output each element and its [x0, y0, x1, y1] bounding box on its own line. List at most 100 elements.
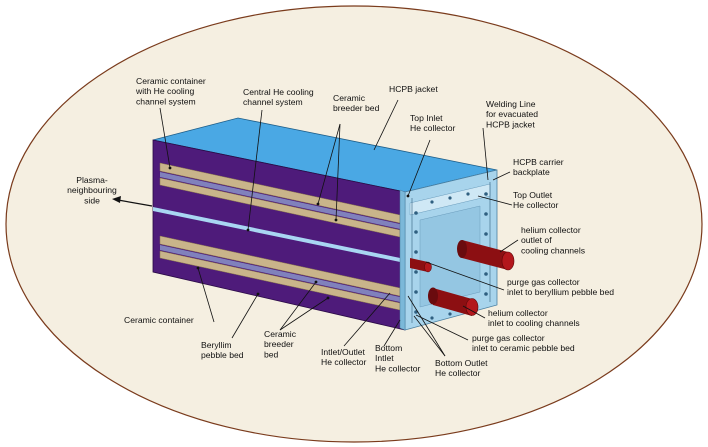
- leader-bottom-outlet-1: [407, 295, 446, 357]
- bolt-hole: [484, 212, 488, 216]
- helium-inlet-pipe-base: [428, 287, 438, 305]
- leader-hcpb-jacket: [373, 99, 399, 151]
- label-line: with He cooling: [135, 86, 194, 96]
- helium-outlet-pipe: [462, 240, 508, 270]
- label-line: He collector: [375, 363, 421, 373]
- leader-dot: [196, 266, 200, 270]
- leader-dot: [316, 202, 320, 206]
- bolt-hole: [448, 196, 452, 200]
- label-line: outlet of: [521, 235, 552, 245]
- label-line: Top Inlet: [410, 113, 443, 123]
- bolt-hole: [414, 250, 418, 254]
- breeder-beds: [153, 162, 405, 311]
- label-line: backplate: [513, 167, 550, 177]
- leader-ceramic-container-top: [159, 107, 171, 169]
- leader-beryllium-bed: [231, 293, 259, 339]
- container-wall-line: [160, 172, 400, 229]
- inner-manifold-panel: [419, 205, 481, 308]
- label-line: Bottom: [375, 343, 402, 353]
- leader-lines: [159, 99, 519, 357]
- label-line: HCPB carrier: [513, 157, 564, 167]
- label-line: pebble bed: [201, 350, 244, 360]
- label-line: Beryllim: [201, 340, 232, 350]
- leader-ceramic-breeder-bottom-1: [279, 281, 317, 331]
- bolt-hole: [484, 232, 488, 236]
- label-line: for evacuated: [486, 109, 538, 119]
- label-line: neighbouring: [67, 185, 117, 195]
- leader-dot: [326, 296, 330, 300]
- leader-purge-ceramic: [415, 314, 469, 341]
- plasma-arrow-shaft: [117, 199, 153, 207]
- label-line: HCPB jacket: [486, 119, 535, 129]
- helium-inlet-pipe-end: [465, 298, 479, 316]
- central-he-channel-strip: [153, 207, 405, 263]
- label-line: He collector: [410, 123, 456, 133]
- bolt-hole: [414, 270, 418, 274]
- bolt-hole: [414, 230, 418, 234]
- label-line: inlet to beryllium pebble bed: [507, 287, 614, 297]
- leader-carrier-backplate: [492, 171, 511, 181]
- label-line: Top Outlet: [513, 190, 553, 200]
- label-line: bed: [264, 349, 279, 359]
- label-line: Central He cooling: [243, 87, 314, 97]
- label-line: helium collector: [521, 225, 581, 235]
- leader-bottom-inlet: [383, 319, 401, 347]
- helium-inlet-pipe: [433, 288, 472, 316]
- label-line: purge gas collector: [507, 277, 580, 287]
- label-line: Ceramic container: [124, 315, 194, 325]
- helium-outlet-pipe-base: [457, 240, 467, 258]
- label-line: Ceramic: [333, 93, 366, 103]
- bolt-holes: [414, 192, 488, 320]
- leader-helium-inlet: [462, 305, 486, 319]
- label-line: breeder: [264, 339, 294, 349]
- leader-top-inlet: [407, 139, 431, 197]
- leader-dot: [406, 194, 410, 198]
- bolt-hole: [430, 200, 434, 204]
- bolt-hole: [484, 292, 488, 296]
- label-hcpb-jacket: HCPB jacket: [389, 84, 438, 94]
- label-line: Intlet: [375, 353, 394, 363]
- container-wall-line: [160, 245, 400, 302]
- leader-dot: [256, 292, 260, 296]
- bolt-hole: [484, 192, 488, 196]
- leader-ceramic-breeder-top-2: [335, 123, 341, 221]
- label-line: channel system: [243, 97, 303, 107]
- purge-beryllium-pipe: [410, 258, 428, 272]
- leader-bottom-outlet-2: [413, 315, 446, 357]
- label-line: He collector: [435, 368, 481, 378]
- label-line: purge gas collector: [472, 333, 545, 343]
- bolt-hole: [484, 272, 488, 276]
- bolt-hole: [448, 312, 452, 316]
- label-line: inlet to cooling channels: [488, 318, 580, 328]
- label-line: Ceramic: [264, 329, 297, 339]
- label-line: Intlet/Outlet: [321, 347, 366, 357]
- leader-central-he: [247, 109, 263, 231]
- label-line: inlet to ceramic pebble bed: [472, 343, 575, 353]
- bolt-hole: [414, 290, 418, 294]
- leader-ceramic-container-bottom: [197, 267, 215, 323]
- leader-ceramic-breeder-bottom-2: [279, 297, 329, 331]
- label-line: Bottom Outlet: [435, 358, 488, 368]
- label-line: HCPB jacket: [389, 84, 438, 94]
- label-ceramic-container-bottom: Ceramic container: [124, 315, 194, 325]
- label-line: breeder bed: [333, 103, 380, 113]
- leader-helium-outlet: [499, 239, 519, 253]
- label-line: channel system: [136, 96, 196, 106]
- leader-inlet-outlet: [343, 292, 391, 347]
- label-line: He collector: [321, 357, 367, 367]
